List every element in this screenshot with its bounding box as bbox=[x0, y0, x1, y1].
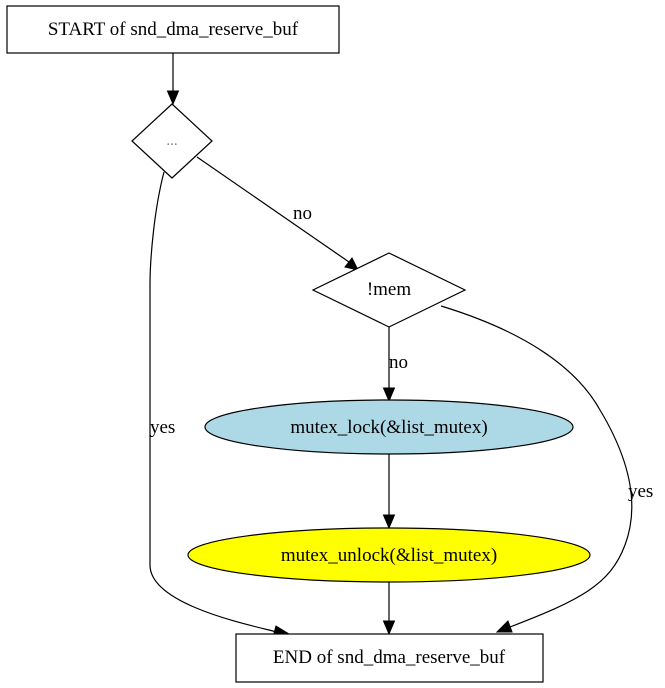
edge-lock-to-unlock bbox=[382, 454, 396, 530]
edge-mem-check-to-end: yes bbox=[440, 305, 653, 633]
end-node-label: END of snd_dma_reserve_buf bbox=[273, 647, 506, 668]
mutex-lock-label: mutex_lock(&list_mutex) bbox=[290, 417, 487, 438]
edge-label-yes-2: yes bbox=[628, 481, 653, 502]
start-node: START of snd_dma_reserve_buf bbox=[6, 5, 340, 54]
edge-mem-check-to-lock: no bbox=[382, 327, 408, 403]
end-node: END of snd_dma_reserve_buf bbox=[235, 633, 544, 683]
condition-node-ellipsis: ... bbox=[131, 103, 213, 179]
condition-mem-label: !mem bbox=[367, 279, 412, 300]
start-node-label: START of snd_dma_reserve_buf bbox=[48, 19, 299, 40]
edge-condition-to-mem-check: no bbox=[196, 156, 359, 271]
edge-unlock-to-end bbox=[382, 582, 396, 636]
edge-label-no-1: no bbox=[293, 203, 312, 224]
condition-node-mem: !mem bbox=[311, 252, 467, 328]
mutex-lock-node: mutex_lock(&list_mutex) bbox=[204, 399, 574, 455]
edge-start-to-condition bbox=[166, 53, 180, 106]
edge-condition-to-end: yes bbox=[149, 171, 291, 638]
mutex-unlock-label: mutex_unlock(&list_mutex) bbox=[281, 545, 497, 566]
mutex-unlock-node: mutex_unlock(&list_mutex) bbox=[187, 527, 591, 583]
condition-ellipsis-label: ... bbox=[166, 133, 177, 149]
edge-label-yes-1: yes bbox=[150, 417, 175, 438]
edge-label-no-2: no bbox=[389, 352, 408, 373]
